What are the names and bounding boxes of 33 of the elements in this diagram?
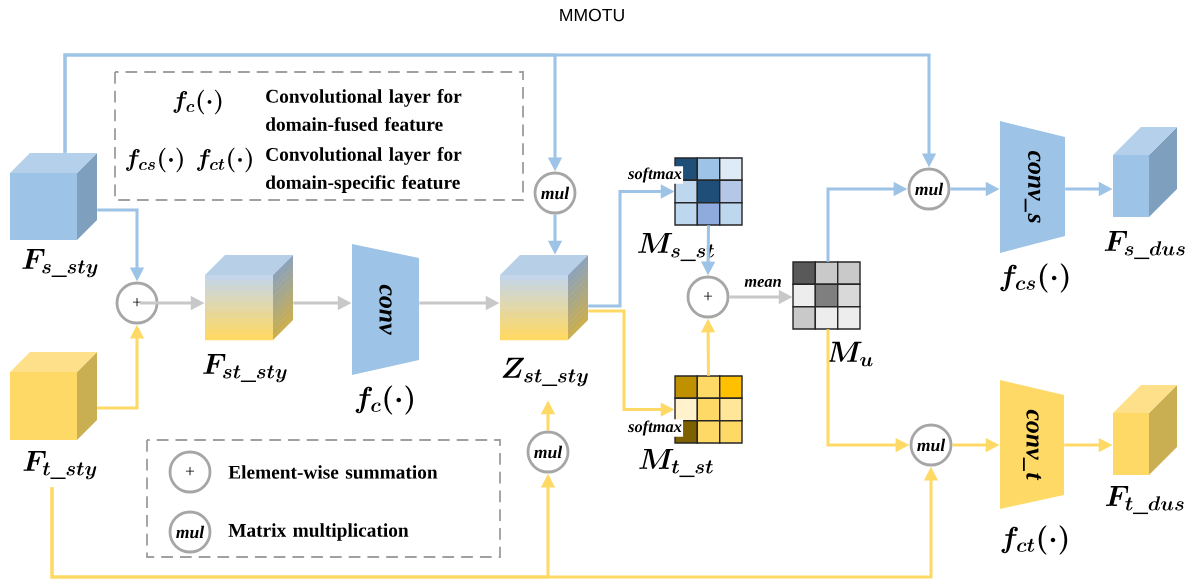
conv-block: conv_s xyxy=(1000,121,1065,253)
node-caption: $M_{t\_st}$ xyxy=(639,448,713,478)
cube xyxy=(10,352,97,440)
conv-block: conv_t xyxy=(1000,380,1064,509)
edge-label: mean xyxy=(743,277,783,289)
legend-text: Matrix multiplication xyxy=(228,523,409,541)
node-caption: $F_{s\_dus}$ xyxy=(1104,231,1185,260)
cube xyxy=(1113,385,1177,475)
node-caption: $f_{cs}(\cdot)$ xyxy=(1000,263,1069,293)
symbol-label: $f_{ct}(\cdot)$ xyxy=(196,147,252,173)
node-caption: $f_{c}(\cdot)$ xyxy=(355,385,413,415)
conv-block: conv xyxy=(352,244,419,375)
node-caption: $M_{u}$ xyxy=(827,341,873,367)
edge-label: softmax xyxy=(626,166,684,184)
node-caption: $F_{t\_sty}$ xyxy=(23,451,97,480)
node-caption: $F_{st\_sty}$ xyxy=(203,354,287,383)
legend-text: Convolutional layer for domain-fused feature xyxy=(266,89,462,131)
matrix-grid xyxy=(792,261,861,330)
symbol-label: $f_{c}(\cdot)$ xyxy=(173,89,222,115)
node-caption: $F_{t\_dus}$ xyxy=(1105,486,1184,515)
node-caption: $F_{s\_sty}$ xyxy=(22,249,98,278)
legend-text: Convolutional layer for domain-specific feature xyxy=(266,147,462,193)
edge-label: softmax xyxy=(626,419,684,437)
symbol-label: $f_{cs}(\cdot)$ xyxy=(126,147,183,173)
cube xyxy=(500,254,588,341)
legend-text: Element-wise summation xyxy=(228,465,438,479)
title: MMOTU xyxy=(560,8,624,22)
node-caption: $M_{s\_st}$ xyxy=(638,232,714,262)
node-caption: $f_{ct}(\cdot)$ xyxy=(1001,525,1068,555)
cube xyxy=(205,254,293,341)
cube xyxy=(1113,127,1177,217)
cube xyxy=(10,153,97,240)
node-caption: $Z_{st\_sty}$ xyxy=(502,357,588,387)
